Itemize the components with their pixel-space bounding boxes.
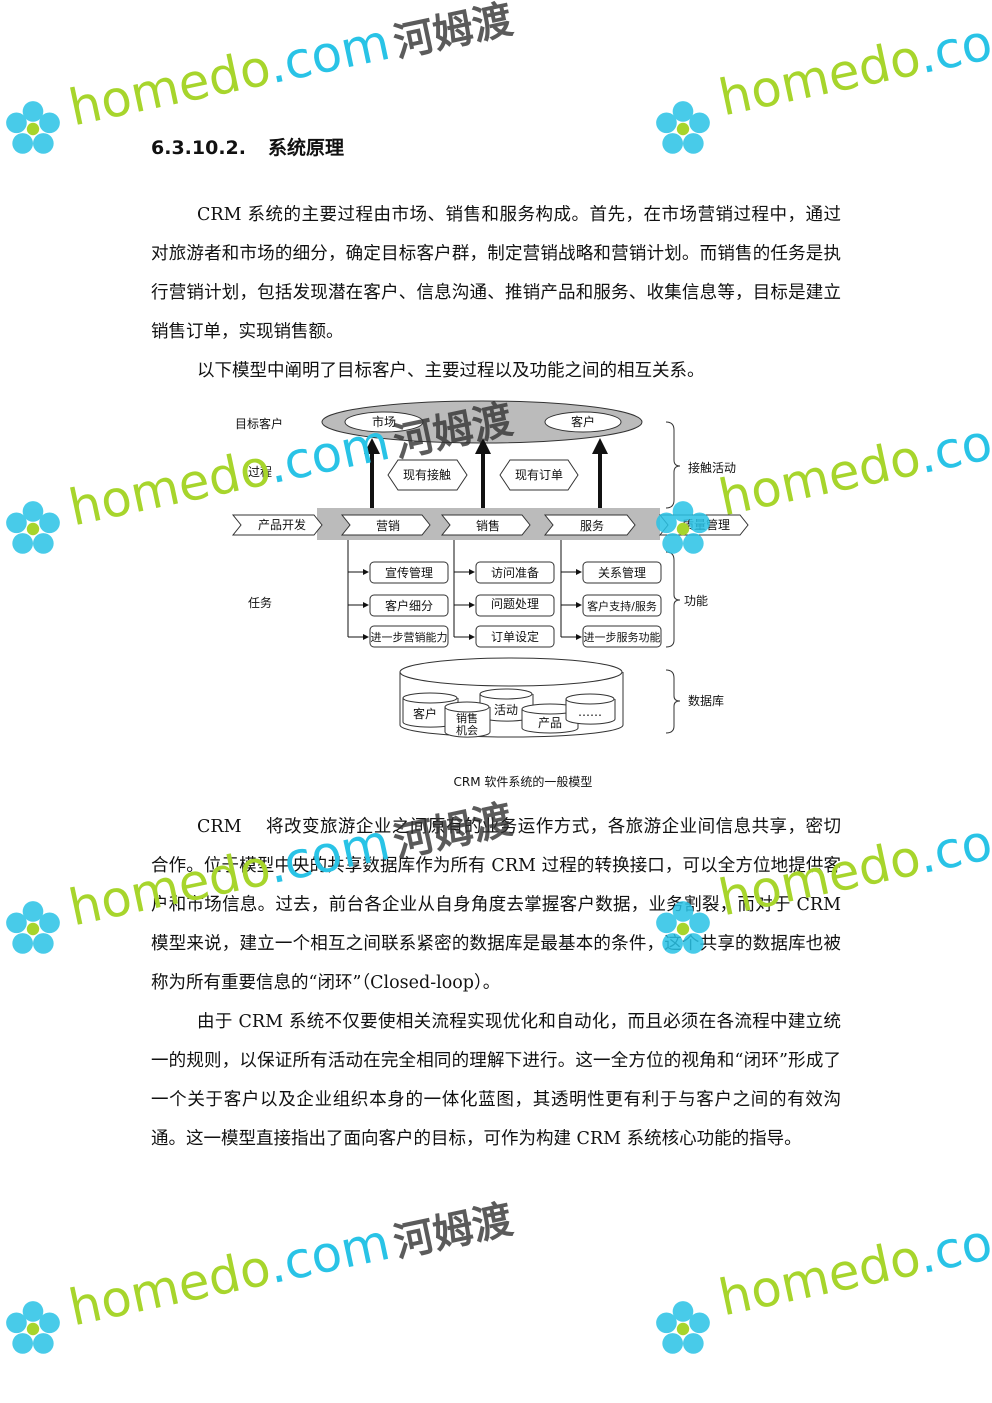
chain-marketing: 营销 — [376, 519, 400, 533]
label-tasks: 任务 — [248, 595, 272, 610]
task-item: 进一步营销能力 — [371, 630, 448, 644]
watermark: homedo.com 河姆渡 — [63, 1196, 517, 1338]
section-number: 6.3.10.2. — [151, 137, 246, 159]
watermark: homedo.com — [713, 2, 992, 128]
paragraph-3: CRM 将改变旅游企业之间原有的业务运作方式，各旅游企业间信息共享，密切合作。位… — [151, 817, 841, 993]
db-more: …… — [578, 705, 602, 719]
diagram-caption: CRM 软件系统的一般模型 — [454, 774, 593, 789]
paragraph-2: 以下模型中阐明了目标客户、主要过程以及功能之间的相互关系。 — [197, 361, 705, 381]
task-item: 进一步服务功能 — [584, 630, 661, 644]
task-item: 订单设定 — [491, 629, 539, 644]
chain-sales: 销售 — [476, 518, 500, 533]
section-title: 系统原理 — [267, 137, 344, 159]
flower-logo-icon — [656, 101, 710, 154]
label-target-customer: 目标客户 — [235, 416, 283, 431]
contact-orders: 现有订单 — [515, 468, 563, 482]
chain-product-dev: 产品开发 — [258, 517, 306, 532]
db-customer: 客户 — [413, 706, 437, 721]
bracket-database: 数据库 — [688, 693, 724, 708]
crm-model-diagram: 目标客户 过程 任务 市场 客户 现有接触 现有订单 产品开发 营销 销售 服务… — [230, 400, 810, 800]
db-opportunity: 机会 — [456, 723, 478, 737]
database-cylinders — [399, 657, 624, 738]
watermark: homedo.com 河姆渡 — [63, 0, 517, 138]
db-product: 产品 — [538, 716, 562, 730]
chain-service: 服务 — [580, 518, 604, 533]
upward-arrows — [364, 438, 608, 510]
bracket-functions: 功能 — [684, 594, 708, 608]
paragraph-1: CRM 系统的主要过程由市场、销售和服务构成。首先，在市场营销过程中，通过对旅游… — [151, 205, 841, 342]
target-customer: 客户 — [571, 414, 595, 429]
target-market: 市场 — [372, 414, 396, 429]
db-sales: 销售 — [456, 711, 478, 725]
task-item: 访问准备 — [491, 566, 539, 580]
section-heading: 6.3.10.2. 系统原理 — [151, 133, 366, 160]
task-item: 客户细分 — [385, 598, 433, 613]
db-activity: 活动 — [494, 703, 518, 717]
watermark: homedo.com — [713, 1202, 992, 1328]
label-process: 过程 — [248, 464, 272, 479]
flower-logo-icon — [6, 101, 60, 154]
contact-existing: 现有接触 — [403, 467, 451, 482]
task-item: 客户支持/服务 — [587, 599, 657, 613]
flower-logo-icon — [6, 901, 60, 954]
task-item: 宣传管理 — [385, 565, 433, 580]
chain-quality: 质量管理 — [682, 517, 730, 532]
flower-logo-icon — [6, 1301, 60, 1354]
flower-logo-icon — [656, 1301, 710, 1354]
paragraph-4: 由于 CRM 系统不仅要使相关流程实现优化和自动化，而且必须在各流程中建立统一的… — [151, 1012, 841, 1149]
task-item: 问题处理 — [491, 597, 539, 611]
task-item: 关系管理 — [598, 565, 646, 580]
flower-logo-icon — [6, 501, 60, 554]
bracket-contact-activity: 接触活动 — [688, 460, 736, 475]
